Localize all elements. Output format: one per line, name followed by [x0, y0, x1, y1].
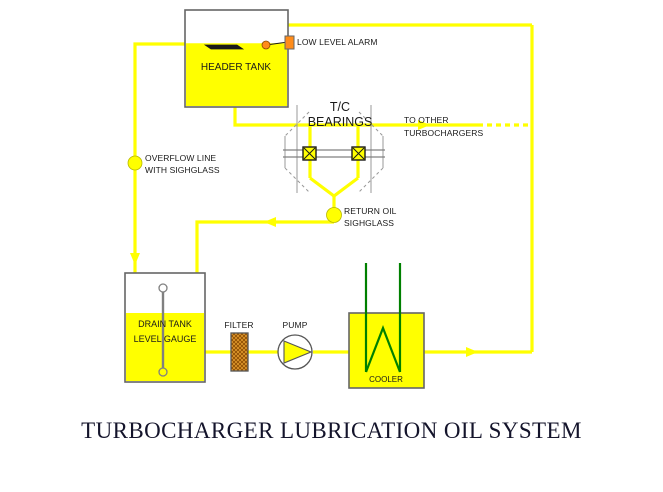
- header-tank-oil-body: [186, 44, 287, 106]
- header-tank: LOW LEVEL ALARM HEADER TANK: [184, 9, 378, 108]
- filter-body: [230, 332, 249, 372]
- pipe-header-bottom-to-tc: [233, 107, 478, 127]
- pump: PUMP: [277, 320, 313, 370]
- cooling-water-tube-bundle: [364, 324, 402, 373]
- pump-label: PUMP: [283, 320, 308, 330]
- drain-tank-label-line2: LEVEL GAUGE: [134, 334, 197, 344]
- header-tank-float-vane: [203, 44, 245, 50]
- return-sightglass-bulb: [326, 207, 342, 223]
- cooler-shell: [348, 312, 425, 389]
- bearing-left: [302, 146, 317, 161]
- cooler-label: COOLER: [369, 375, 403, 384]
- turbo-casing-verticals: [284, 105, 384, 193]
- arrow-cooler-out-right: [466, 347, 478, 357]
- arrow-return-left: [264, 217, 276, 227]
- return-sightglass-label-line2: SIGHGLASS: [344, 218, 394, 228]
- other-turbos-label-line1: TO OTHER: [404, 115, 449, 125]
- piping-network: [133, 23, 534, 354]
- return-sightglass-label-line1: RETURN OIL: [344, 206, 397, 216]
- alarm-float-ball: [261, 40, 271, 50]
- arrow-overflow-down: [130, 253, 140, 265]
- low-level-alarm-switch: [284, 35, 295, 50]
- tc-label-line2: BEARINGS: [308, 115, 373, 129]
- pump-impeller-arrow: [283, 340, 313, 364]
- arrow-tc-feed-right: [418, 120, 430, 130]
- turbo-rotor-shaft: [283, 149, 385, 158]
- bearing-right: [351, 146, 366, 161]
- drain-tank: DRAIN TANK LEVEL GAUGE: [124, 272, 206, 383]
- pipe-overflow-line: [133, 42, 185, 273]
- drain-tank-label-line1: DRAIN TANK: [138, 319, 192, 329]
- overflow-sightglass: OVERFLOW LINE WITH SIGHGLASS: [127, 153, 220, 175]
- level-gauge-top-fitting: [158, 283, 168, 293]
- level-gauge-bottom-fitting: [158, 367, 168, 377]
- flow-arrows: [130, 120, 478, 357]
- overflow-sightglass-label-line1: OVERFLOW LINE: [145, 153, 216, 163]
- return-oil-sightglass: RETURN OIL SIGHGLASS: [326, 206, 397, 228]
- pipe-return-to-drain-tank: [195, 220, 334, 273]
- filter-label: FILTER: [224, 320, 253, 330]
- tc-label-line1: T/C: [330, 100, 350, 114]
- cooling-water-circuit: [364, 263, 402, 373]
- diagram-caption: TURBOCHARGER LUBRICATION OIL SYSTEM: [81, 418, 582, 443]
- overflow-sightglass-label-line2: WITH SIGHGLASS: [145, 165, 220, 175]
- turbocharger-assembly: T/C BEARINGS TO OTHER TURBOCHARGERS: [283, 100, 483, 193]
- drain-tank-level-gauge: [158, 283, 168, 377]
- bearing-right-cross: [352, 147, 365, 160]
- pipe-bearing-drain-v: [309, 176, 359, 198]
- bearing-left-cross: [303, 147, 316, 160]
- overflow-sightglass-bulb: [127, 155, 143, 171]
- other-turbos-label-line2: TURBOCHARGERS: [404, 128, 483, 138]
- low-level-alarm-label: LOW LEVEL ALARM: [297, 37, 378, 47]
- cooler: COOLER: [348, 263, 425, 389]
- header-tank-label: HEADER TANK: [201, 62, 272, 73]
- filter: FILTER: [224, 320, 254, 372]
